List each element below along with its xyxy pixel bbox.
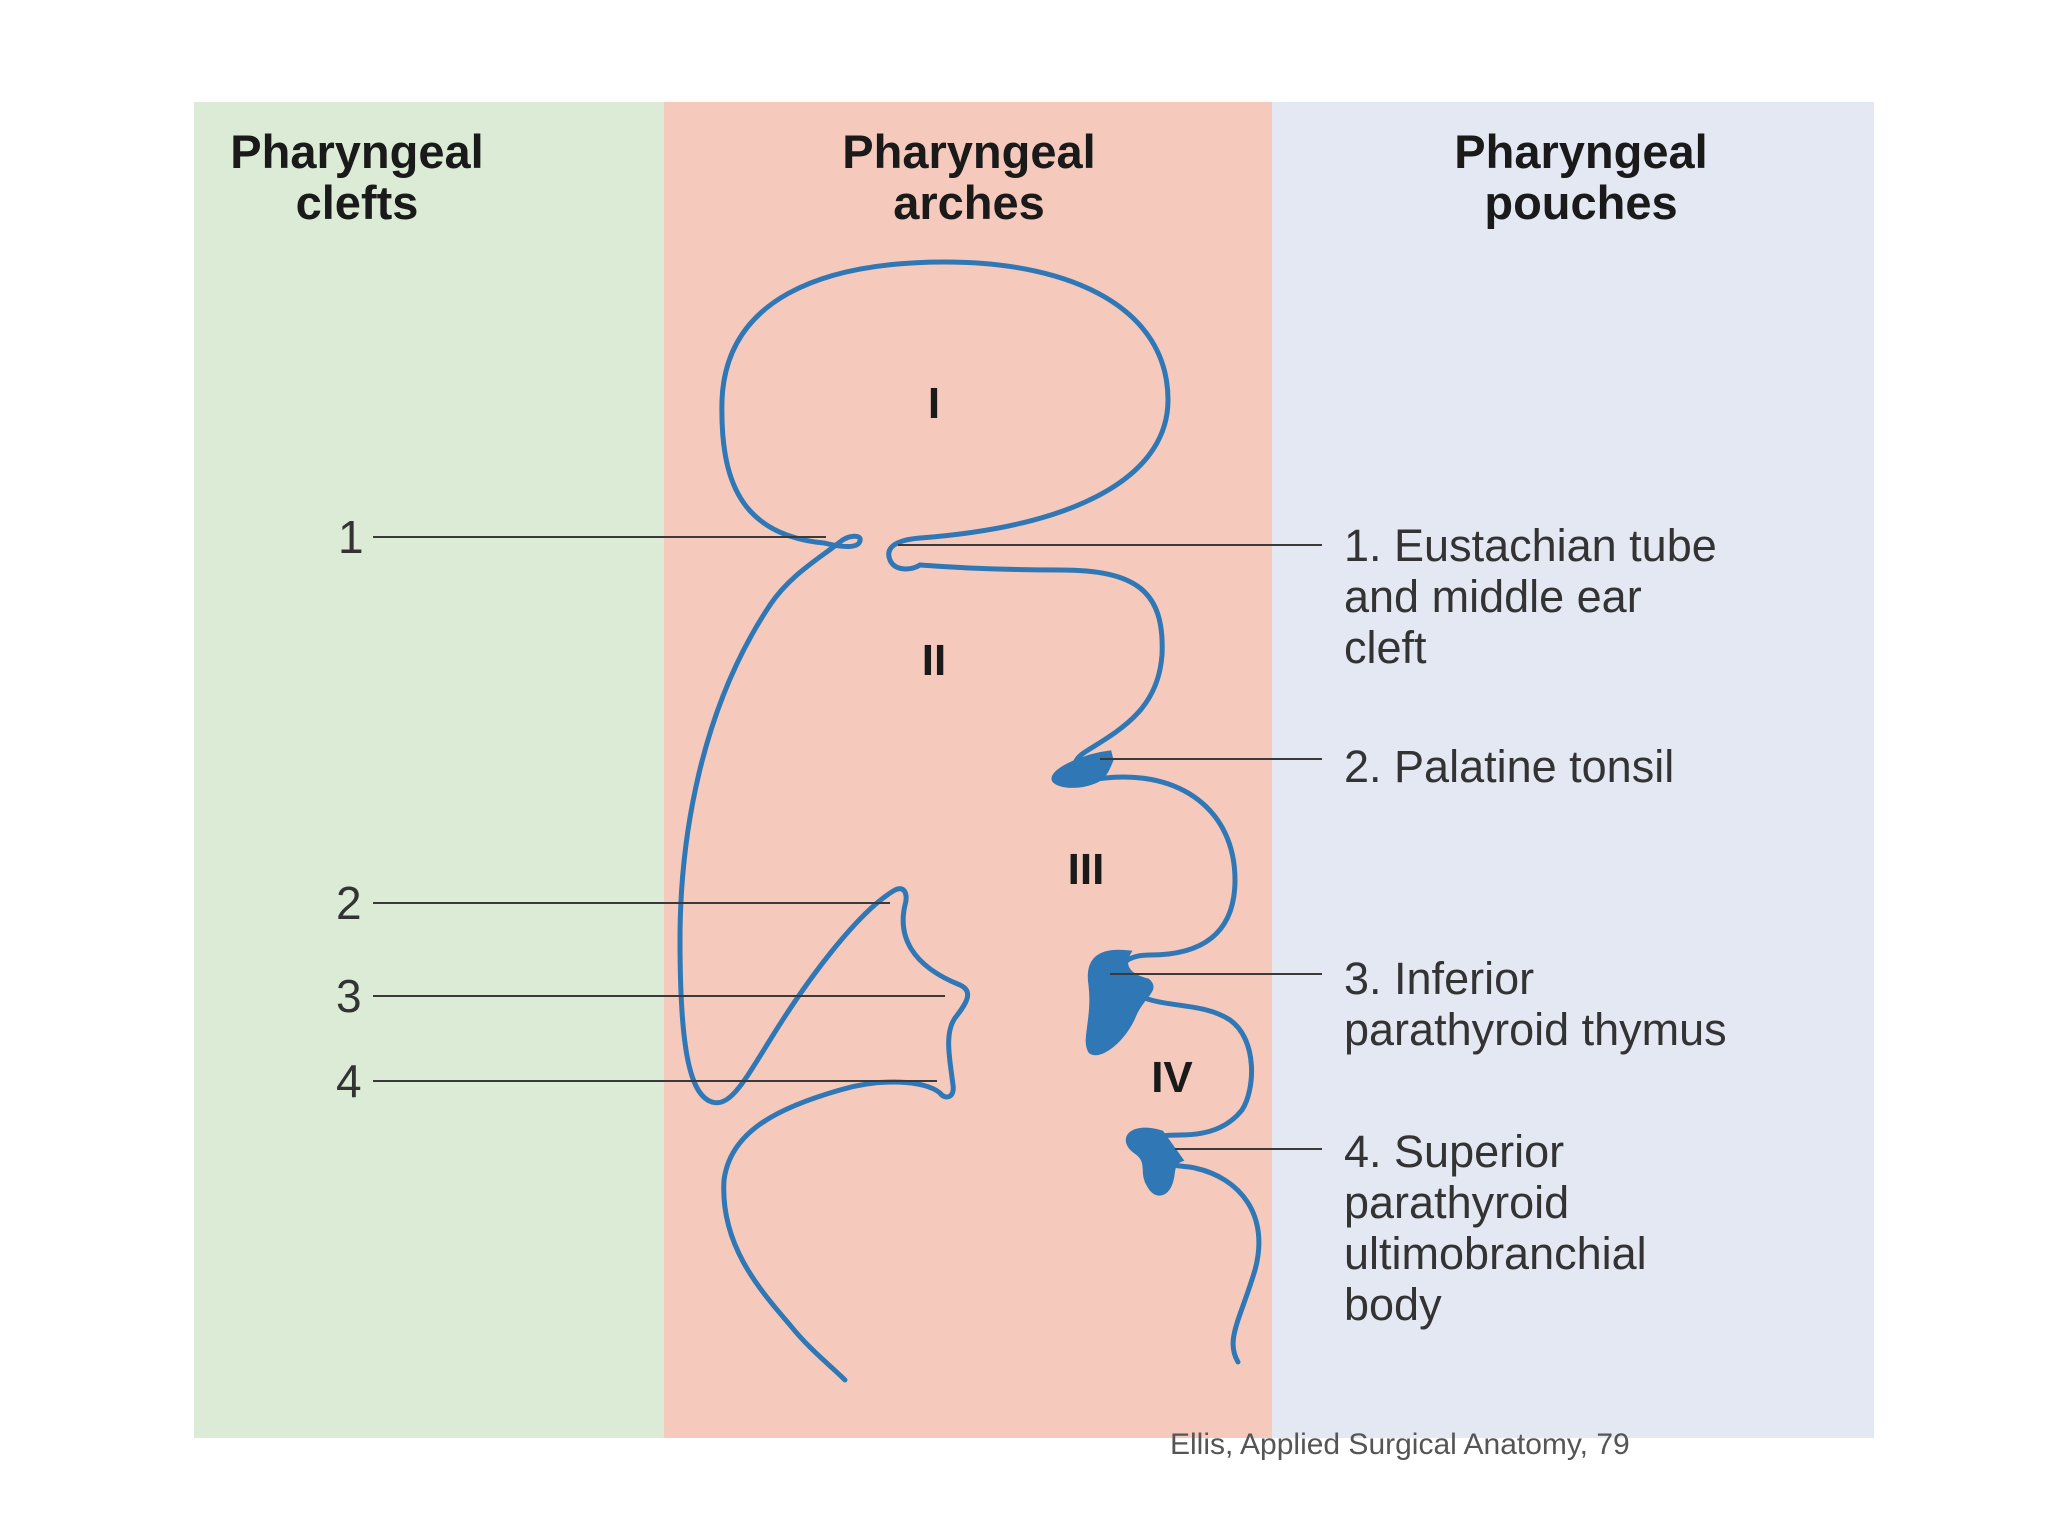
cleft-label-3: 3 <box>336 970 362 1022</box>
heading-arches-line-1: Pharyngeal <box>842 125 1096 178</box>
heading-pharyngeal-pouches: Pharyngeal pouches <box>1346 126 1816 228</box>
arch-1-outline <box>719 259 1171 572</box>
pouch-2-line-1: 2. Palatine tonsil <box>1344 741 1675 792</box>
pouch-1-line-1: 1. Eustachian tube <box>1344 520 1717 571</box>
heading-pouches-line-1: Pharyngeal <box>1454 125 1708 178</box>
pouch-1-line-2: and middle ear <box>1344 571 1642 622</box>
cleft-label-1: 1 <box>338 511 364 563</box>
arch-label-2: II <box>922 636 946 685</box>
pouch-4-line-4: body <box>1344 1279 1442 1330</box>
cleft-1-notch <box>767 533 863 608</box>
cleft-label-4: 4 <box>336 1055 362 1107</box>
heading-pharyngeal-clefts: Pharyngeal clefts <box>122 126 592 228</box>
pouch-4-label: 4. Superior parathyroid ultimobranchial … <box>1344 1126 1647 1330</box>
arch-2-4-left-edge <box>677 602 773 1105</box>
pouch-4-line-1: 4. Superior <box>1344 1126 1565 1177</box>
pharyngeal-pouches-band <box>1272 102 1874 1438</box>
pouch-3-label: 3. Inferior parathyroid thymus <box>1344 953 1727 1055</box>
heading-arches-line-2: arches <box>893 176 1045 229</box>
pharyngeal-clefts-band <box>194 102 664 1438</box>
heading-clefts-line-2: clefts <box>295 176 419 229</box>
pouch-4-tissue <box>1125 1127 1185 1196</box>
pouch-3-tissue <box>1085 949 1154 1056</box>
pouch-4-line-3: ultimobranchial <box>1344 1228 1647 1279</box>
pouch-2-tissue <box>1051 750 1114 788</box>
arch-label-1: I <box>928 379 940 428</box>
pouch-3-line-2: parathyroid thymus <box>1344 1004 1727 1055</box>
cleft-label-2: 2 <box>336 877 362 929</box>
heading-clefts-line-1: Pharyngeal <box>230 125 484 178</box>
pouch-3-line-1: 3. Inferior <box>1344 953 1535 1004</box>
pouch-1-line-3: cleft <box>1344 622 1427 673</box>
pharyngeal-arches-band <box>664 102 1272 1438</box>
heading-pharyngeal-arches: Pharyngeal arches <box>734 126 1204 228</box>
heading-pouches-line-2: pouches <box>1484 176 1678 229</box>
clefts-2-4-protrusion <box>709 886 971 1383</box>
source-credit: Ellis, Applied Surgical Anatomy, 79 <box>1170 1428 1630 1461</box>
arch-label-4: IV <box>1151 1053 1193 1102</box>
arches-right-edge <box>917 562 1262 1365</box>
pouch-4-line-2: parathyroid <box>1344 1177 1570 1228</box>
pouch-2-label: 2. Palatine tonsil <box>1344 741 1674 792</box>
pouch-1-label: 1. Eustachian tube and middle ear cleft <box>1344 520 1717 673</box>
arch-label-3: III <box>1068 845 1105 894</box>
